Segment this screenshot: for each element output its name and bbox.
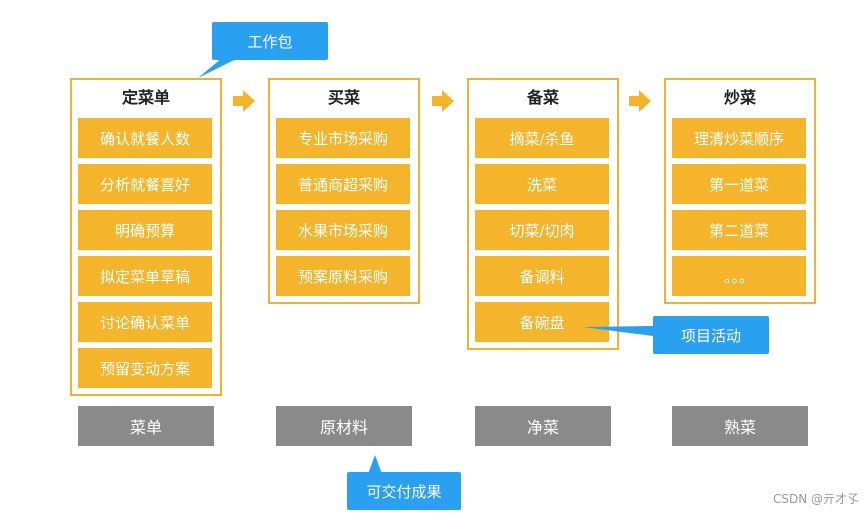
output-box-clean-vegetables: 净菜 (475, 406, 611, 446)
column-cook: 炒菜 理清炒菜顺序 第一道菜 第二道菜 。。。 (664, 78, 816, 304)
callout-pointer-deliverable (368, 455, 382, 474)
task-item: 理清炒菜顺序 (672, 118, 806, 158)
callout-project-activity: 项目活动 (653, 316, 769, 354)
watermark: CSDN @亓才孓 (772, 492, 859, 506)
callout-deliverable: 可交付成果 (347, 472, 461, 510)
task-item: 讨论确认菜单 (78, 302, 212, 342)
task-item: 分析就餐喜好 (78, 164, 212, 204)
task-item: 专业市场采购 (276, 118, 410, 158)
callout-pointer-work-package (198, 58, 238, 78)
column-buy: 买菜 专业市场采购 普通商超采购 水果市场采购 预案原料采购 (268, 78, 420, 304)
task-item: 普通商超采购 (276, 164, 410, 204)
callout-work-package: 工作包 (212, 22, 328, 60)
task-item: 拟定菜单草稿 (78, 256, 212, 296)
task-item: 预留变动方案 (78, 348, 212, 388)
task-item: 备碗盘 (475, 302, 609, 342)
column-prepare: 备菜 摘菜/杀鱼 洗菜 切菜/切肉 备调料 备碗盘 (467, 78, 619, 350)
output-box-menu: 菜单 (78, 406, 214, 446)
task-item: 确认就餐人数 (78, 118, 212, 158)
column-title: 备菜 (526, 88, 559, 107)
flow-arrow-3 (629, 90, 651, 112)
column-define-menu: 定菜单 确认就餐人数 分析就餐喜好 明确预算 拟定菜单草稿 讨论确认菜单 预留变… (70, 78, 222, 396)
flow-arrow-2 (432, 90, 454, 112)
column-title: 买菜 (327, 88, 360, 107)
output-box-raw-materials: 原材料 (276, 406, 412, 446)
task-item: 明确预算 (78, 210, 212, 250)
task-item: 备调料 (475, 256, 609, 296)
task-item: 摘菜/杀鱼 (475, 118, 609, 158)
callout-pointer-project-activity (583, 326, 653, 336)
column-title: 定菜单 (121, 88, 170, 107)
flow-arrow-1 (233, 90, 255, 112)
task-item: 水果市场采购 (276, 210, 410, 250)
task-item: 第一道菜 (672, 164, 806, 204)
output-box-cooked-dishes: 熟菜 (672, 406, 808, 446)
task-item: 洗菜 (475, 164, 609, 204)
task-item: 第二道菜 (672, 210, 806, 250)
task-item: 预案原料采购 (276, 256, 410, 296)
column-title: 炒菜 (723, 88, 756, 107)
task-item: 切菜/切肉 (475, 210, 609, 250)
task-item: 。。。 (672, 256, 806, 296)
